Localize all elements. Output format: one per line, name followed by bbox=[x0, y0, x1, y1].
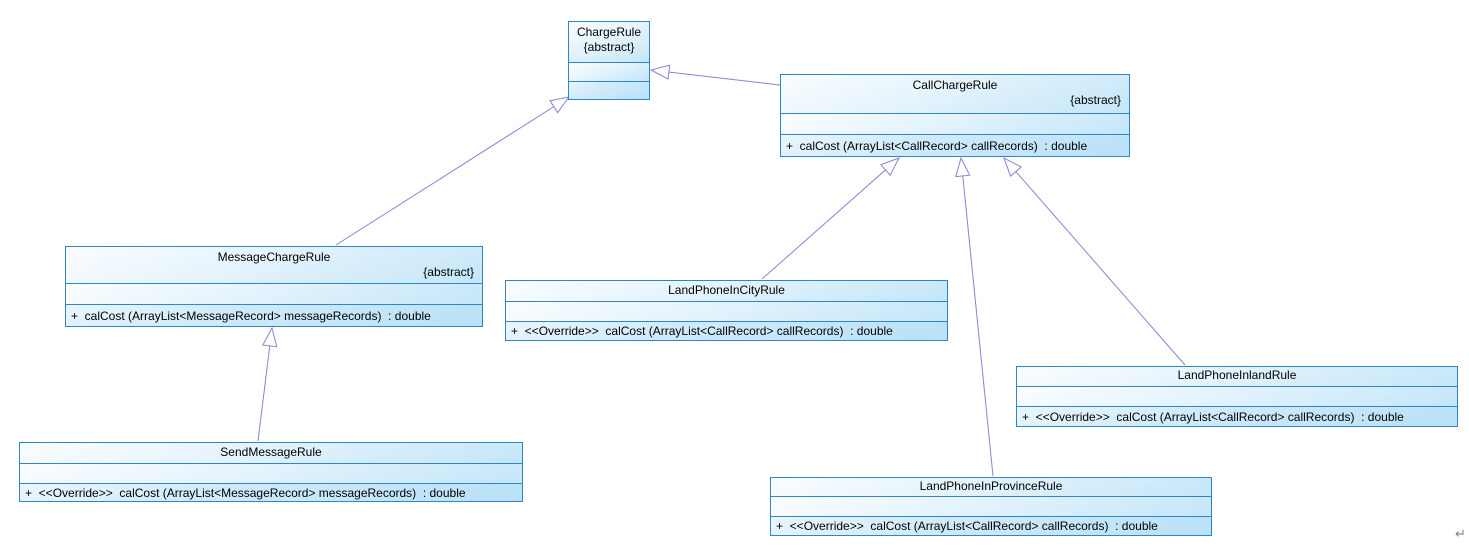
method-entry: + <<Override>> calCost (ArrayList<Messag… bbox=[25, 485, 466, 500]
class-name: SendMessageRule bbox=[220, 445, 322, 459]
class-MessageChargeRule[interactable]: MessageChargeRule {abstract} + calCost (Ar… bbox=[65, 246, 483, 327]
class-ChargeRule[interactable]: ChargeRule{abstract} bbox=[568, 21, 650, 100]
methods-compartment: + <<Override>> calCost (ArrayList<CallRe… bbox=[771, 516, 1211, 535]
method-entry: + calCost (ArrayList<CallRecord> callRec… bbox=[786, 138, 1088, 153]
class-header: SendMessageRule bbox=[20, 443, 522, 463]
methods-compartment: + <<Override>> calCost (ArrayList<Messag… bbox=[20, 483, 522, 501]
methods-compartment bbox=[569, 81, 649, 99]
class-header: MessageChargeRule {abstract} bbox=[66, 247, 482, 283]
attributes-compartment bbox=[20, 463, 522, 483]
attributes-compartment bbox=[66, 283, 482, 304]
class-LandPhoneInProvinceRule[interactable]: LandPhoneInProvinceRule + <<Override>> ca… bbox=[770, 477, 1212, 536]
methods-compartment: + <<Override>> calCost (ArrayList<CallRe… bbox=[506, 321, 947, 340]
class-name: ChargeRule bbox=[576, 25, 642, 39]
class-header: LandPhoneInCityRule bbox=[506, 281, 947, 301]
class-header: CallChargeRule {abstract} bbox=[781, 75, 1129, 113]
class-CallChargeRule[interactable]: CallChargeRule {abstract} + calCost (Array… bbox=[780, 74, 1130, 157]
class-name: LandPhoneInlandRule bbox=[1177, 368, 1297, 382]
generalization-arrow-LandPhoneInlandRule-to-CallChargeRule[interactable] bbox=[1003, 156, 1186, 366]
class-LandPhoneInCityRule[interactable]: LandPhoneInCityRule + <<Override>> calCos… bbox=[505, 280, 948, 341]
generalization-arrow-SendMessageRule-to-MessageChargeRule[interactable] bbox=[257, 326, 278, 442]
methods-compartment: + calCost (ArrayList<MessageRecord> mess… bbox=[66, 304, 482, 326]
attributes-compartment bbox=[771, 496, 1211, 516]
class-name: LandPhoneInProvinceRule bbox=[919, 479, 1063, 493]
methods-compartment: + calCost (ArrayList<CallRecord> callRec… bbox=[781, 134, 1129, 156]
class-name: CallChargeRule bbox=[912, 78, 998, 92]
class-SendMessageRule[interactable]: SendMessageRule + <<Override>> calCost (A… bbox=[19, 442, 523, 502]
method-entry: + <<Override>> calCost (ArrayList<CallRe… bbox=[511, 324, 893, 338]
method-entry: + <<Override>> calCost (ArrayList<CallRe… bbox=[776, 519, 1158, 533]
attributes-compartment bbox=[506, 301, 947, 321]
generalization-arrow-LandPhoneInProvinceRule-to-CallChargeRule[interactable] bbox=[955, 156, 994, 477]
class-header: ChargeRule{abstract} bbox=[569, 22, 649, 62]
attributes-compartment bbox=[569, 62, 649, 81]
class-stereotype: {abstract} bbox=[583, 40, 635, 54]
method-entry: + <<Override>> calCost (ArrayList<CallRe… bbox=[1022, 409, 1404, 424]
class-header: LandPhoneInlandRule bbox=[1017, 367, 1457, 386]
generalization-arrow-CallChargeRule-to-ChargeRule[interactable] bbox=[649, 64, 781, 86]
method-entry: + calCost (ArrayList<MessageRecord> mess… bbox=[71, 308, 431, 323]
class-name: MessageChargeRule bbox=[217, 250, 331, 264]
attributes-compartment bbox=[1017, 386, 1457, 406]
generalization-arrow-MessageChargeRule-to-ChargeRule[interactable] bbox=[335, 96, 571, 246]
class-LandPhoneInlandRule[interactable]: LandPhoneInlandRule + <<Override>> calCos… bbox=[1016, 366, 1458, 427]
generalization-arrow-LandPhoneInCityRule-to-CallChargeRule[interactable] bbox=[761, 157, 901, 280]
class-name: LandPhoneInCityRule bbox=[668, 283, 785, 297]
paragraph-return-icon: ↵ bbox=[1455, 526, 1466, 541]
class-stereotype: {abstract} bbox=[1070, 93, 1121, 107]
class-header: LandPhoneInProvinceRule bbox=[771, 478, 1211, 496]
class-stereotype: {abstract} bbox=[423, 265, 474, 279]
attributes-compartment bbox=[781, 113, 1129, 134]
methods-compartment: + <<Override>> calCost (ArrayList<CallRe… bbox=[1017, 406, 1457, 426]
